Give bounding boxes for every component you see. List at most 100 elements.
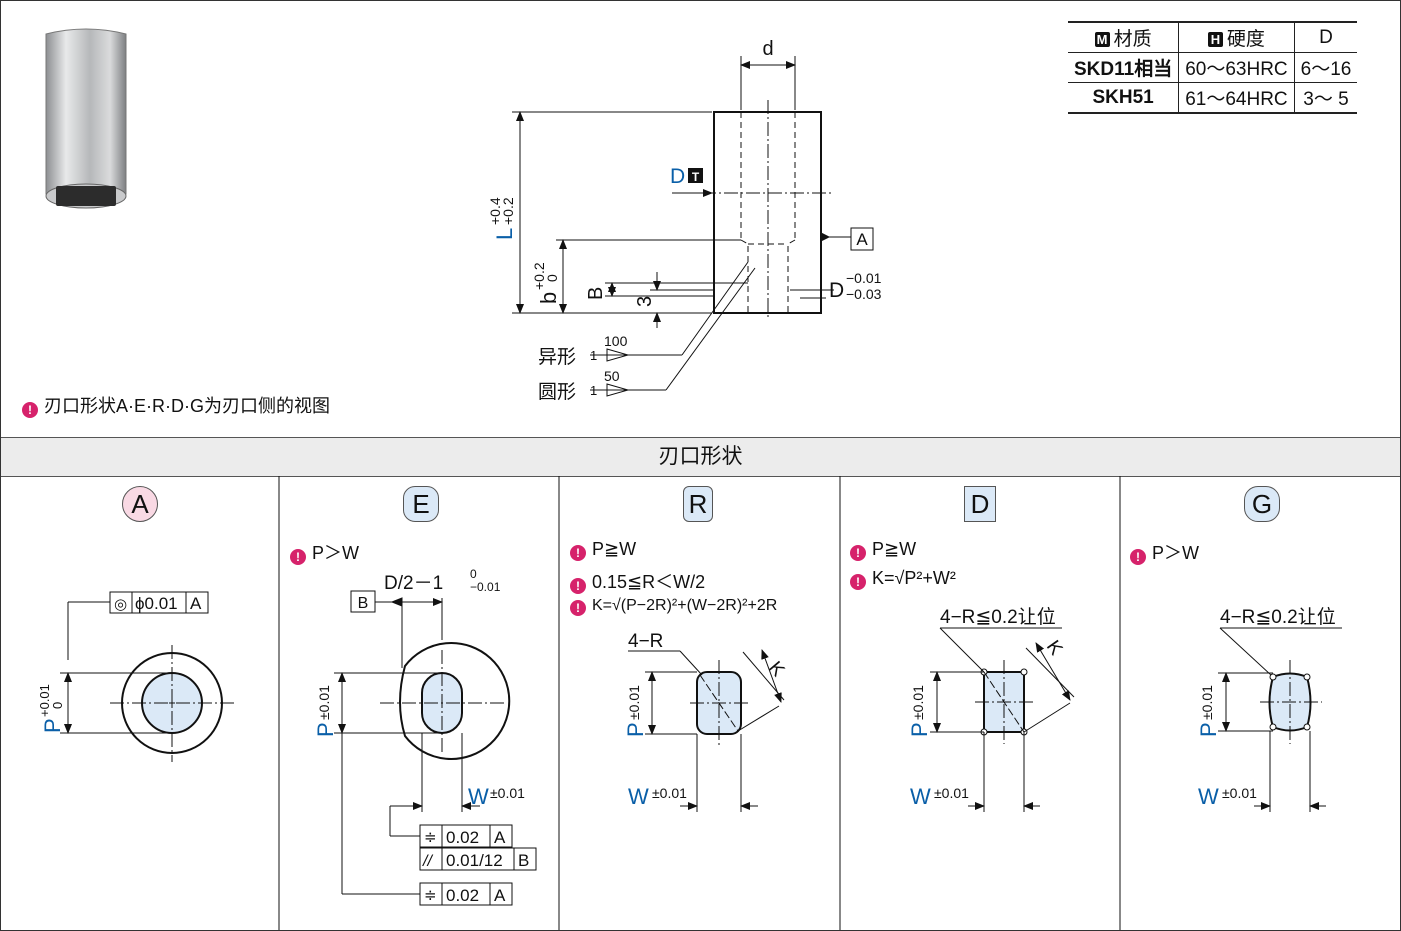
dim-W-R: W — [628, 784, 649, 809]
svg-text:+0.01: +0.01 — [37, 684, 52, 717]
note-pin-icon: ! — [570, 545, 586, 561]
dim-W-D: W — [910, 784, 931, 809]
svg-text:±0.01: ±0.01 — [626, 685, 642, 720]
svg-text:±0.01: ±0.01 — [316, 685, 332, 720]
dim-L: L — [492, 228, 517, 240]
hardness-badge-icon: H — [1207, 32, 1223, 47]
svg-text:A: A — [494, 886, 506, 905]
symmetry-icon: ≑ — [424, 887, 437, 904]
note-R-cond1: !P≧W — [570, 539, 636, 561]
shape-head-D: D — [964, 486, 996, 522]
svg-text:±0.01: ±0.01 — [652, 785, 687, 801]
svg-text:1: 1 — [590, 348, 597, 363]
svg-text:−0.01: −0.01 — [470, 580, 501, 594]
shape-head-A: A — [122, 486, 158, 522]
dim-P-D: P — [907, 722, 932, 737]
svg-text:ϕ0.01: ϕ0.01 — [135, 594, 178, 613]
material-badge-icon: M — [1094, 32, 1110, 47]
dim-B: B — [585, 287, 607, 300]
note-D-cond2: !K=√P²+W² — [850, 568, 956, 590]
svg-text:0.02: 0.02 — [446, 828, 479, 847]
note-R-cond3: !K=√(P−2R)²+(W−2R)²+2R — [570, 597, 777, 616]
table-row: SKD11相当 60～63HRC 6～16 — [1068, 52, 1358, 83]
cell-d: 6～16 — [1293, 52, 1358, 83]
svg-text:±0.01: ±0.01 — [934, 785, 969, 801]
dim-b-lower: 0 — [544, 274, 560, 282]
dim-L-upper: +0.4 — [487, 197, 503, 225]
dim-K-R: K — [764, 658, 788, 681]
note-pin-icon: ! — [1130, 549, 1146, 565]
cell-hardness: 60～63HRC — [1178, 52, 1295, 83]
svg-text:0: 0 — [470, 567, 477, 581]
datum-A: A — [856, 230, 868, 249]
cell-d: 3～ 5 — [1293, 82, 1358, 114]
svg-text:100: 100 — [604, 333, 628, 349]
shape-head-E: E — [403, 486, 439, 522]
table-row: SKH51 61～64HRC 3～ 5 — [1068, 82, 1358, 114]
svg-text:A: A — [494, 828, 506, 847]
rough-label-round: 圆形 — [538, 381, 576, 403]
dim-D-tol-lower: −0.03 — [846, 286, 882, 302]
cell-hardness: 61～64HRC — [1178, 82, 1295, 114]
tolerance-badge-icon — [688, 168, 703, 183]
concentricity-icon: ◎ — [114, 596, 127, 613]
view-note: !刃口形状A·E·R·D·G为刃口侧的视图 — [22, 392, 330, 418]
note-E-cond: !P＞W — [290, 539, 359, 565]
section-title: 刃口形状 — [1, 437, 1400, 477]
svg-text:0.02: 0.02 — [446, 886, 479, 905]
svg-text:B: B — [518, 851, 529, 870]
svg-text:T: T — [692, 170, 700, 184]
dim-P-R: P — [623, 722, 648, 737]
shape-head-R: R — [683, 486, 713, 522]
dim-W-G: W — [1198, 784, 1219, 809]
svg-text:±0.01: ±0.01 — [490, 785, 525, 801]
datum-B: B — [358, 595, 369, 612]
note-pin-icon: ! — [570, 578, 586, 594]
dim-b: b — [536, 292, 561, 304]
note-pin-icon: ! — [22, 402, 38, 418]
dim-W-E: W — [468, 784, 489, 809]
svg-text:±0.01: ±0.01 — [1222, 785, 1257, 801]
dim-L-lower: +0.2 — [500, 197, 516, 225]
svg-text:A: A — [190, 594, 202, 613]
note-pin-icon: ! — [570, 600, 586, 616]
dim-P-A: P — [40, 718, 65, 733]
dim-D-tol: D — [829, 279, 844, 302]
note-D-cond1: !P≧W — [850, 539, 916, 561]
note-pin-icon: ! — [850, 574, 866, 590]
rough-label-shaped: 异形 — [538, 346, 576, 368]
svg-text:50: 50 — [604, 368, 620, 384]
product-photo — [45, 28, 127, 209]
dim-D-label: D — [670, 165, 685, 188]
dim-P-G: P — [1196, 722, 1221, 737]
svg-text:1: 1 — [590, 383, 597, 398]
shape-head-G: G — [1244, 486, 1280, 522]
header-d: D — [1293, 21, 1358, 53]
note-pin-icon: ! — [850, 545, 866, 561]
corner-D: 4−R≦0.2让位 — [940, 606, 1056, 628]
dim-E-top: D/2－1 — [384, 573, 443, 594]
dim-D-tol-upper: −0.01 — [846, 270, 882, 286]
dim-P-E: P — [313, 722, 338, 737]
note-pin-icon: ! — [290, 549, 306, 565]
note-R-cond2: !0.15≦R＜W/2 — [570, 568, 705, 594]
corner-G: 4−R≦0.2让位 — [1220, 606, 1336, 628]
note-G-cond: !P＞W — [1130, 539, 1199, 565]
corner-R: 4−R — [628, 631, 663, 652]
svg-text:0: 0 — [50, 702, 65, 709]
svg-text:±0.01: ±0.01 — [1199, 685, 1215, 720]
svg-text:0.01/12: 0.01/12 — [446, 851, 503, 870]
symmetry-icon: ≑ — [424, 829, 437, 846]
dim-d: d — [762, 38, 773, 60]
cell-material: SKH51 — [1068, 82, 1180, 114]
dim-K-D: K — [1042, 637, 1067, 660]
parallelism-icon: // — [422, 853, 433, 870]
svg-text:±0.01: ±0.01 — [910, 685, 926, 720]
dim-3: 3 — [634, 296, 656, 307]
dim-b-upper: +0.2 — [531, 262, 547, 290]
